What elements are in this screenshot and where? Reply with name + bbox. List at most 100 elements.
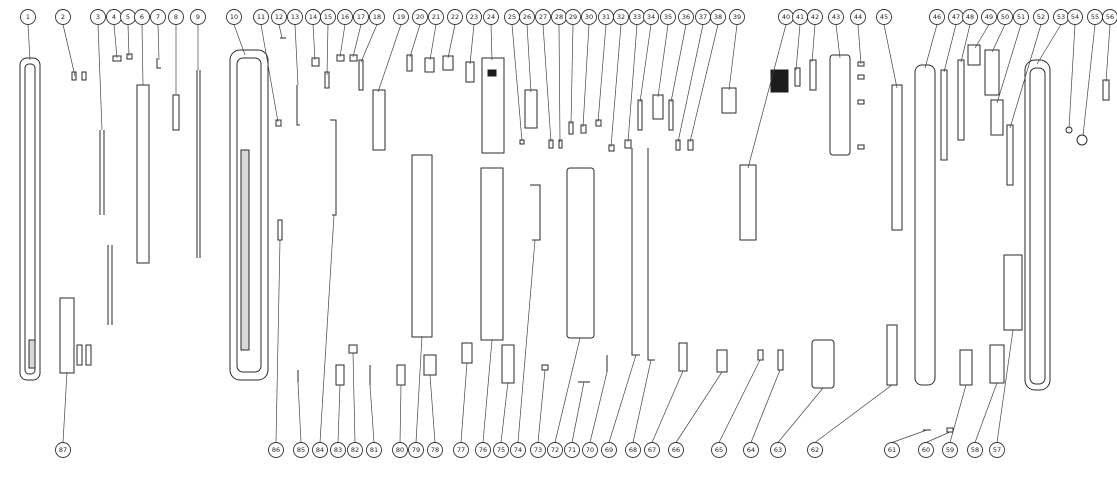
- leader-line-22: [447, 24, 456, 59]
- part-37: [675, 139, 681, 151]
- part-1-end-cap: [28, 339, 36, 369]
- callout-35: 35: [660, 9, 676, 25]
- callout-54: 54: [1067, 9, 1083, 25]
- callout-number-84: 84: [316, 446, 324, 454]
- part-1-housing: [19, 57, 41, 381]
- callout-circle-86: [268, 442, 284, 458]
- callout-34: 34: [643, 9, 659, 25]
- part-3-small-b: [85, 344, 92, 366]
- leader-line-72: [554, 337, 581, 443]
- part-40: [739, 164, 757, 241]
- callout-66: 66: [668, 442, 684, 458]
- part-84: [330, 119, 337, 216]
- callout-85: 85: [293, 442, 309, 458]
- leader-line-23: [469, 24, 475, 65]
- callout-number-20: 20: [416, 13, 424, 21]
- leader-line-34: [639, 24, 652, 103]
- callout-57: 57: [989, 442, 1005, 458]
- callout-circle-51: [1013, 9, 1029, 25]
- callout-number-43: 43: [832, 13, 840, 21]
- callout-84: 84: [312, 442, 328, 458]
- callout-72: 72: [547, 442, 563, 458]
- leader-line-86: [275, 239, 281, 443]
- callout-number-58: 58: [971, 446, 979, 454]
- callout-circle-19: [393, 9, 409, 25]
- callout-circle-67: [644, 442, 660, 458]
- leader-line-26: [526, 24, 532, 93]
- callout-70: 70: [582, 442, 598, 458]
- callout-circle-9: [190, 9, 206, 25]
- part-77: [461, 342, 473, 364]
- part-75: [501, 344, 515, 384]
- callout-number-66: 66: [672, 446, 680, 454]
- part-63: [811, 339, 835, 389]
- callout-2: 2: [55, 9, 71, 25]
- callout-38: 38: [710, 9, 726, 25]
- leader-line-28: [558, 24, 561, 143]
- callout-circle-56: [1102, 9, 1117, 25]
- callout-77: 77: [453, 442, 469, 458]
- callout-7: 7: [150, 9, 166, 25]
- part-51: [984, 49, 1000, 96]
- callout-number-40: 40: [782, 13, 790, 21]
- leader-line-27: [542, 24, 552, 143]
- callout-number-37: 37: [699, 13, 707, 21]
- part-42: [794, 67, 801, 87]
- callout-number-49: 49: [985, 13, 993, 21]
- leader-line-40: [747, 24, 787, 169]
- callout-circle-57: [989, 442, 1005, 458]
- callout-50: 50: [997, 9, 1013, 25]
- callout-circle-79: [408, 442, 424, 458]
- leader-line-87: [62, 371, 68, 443]
- part-58: [989, 344, 1005, 384]
- part-56: [1102, 79, 1110, 101]
- callout-87: 87: [55, 442, 71, 458]
- callout-number-87: 87: [59, 446, 67, 454]
- callout-59: 59: [942, 442, 958, 458]
- leader-line-65: [718, 359, 761, 443]
- leader-line-69: [608, 354, 637, 443]
- callout-circle-58: [967, 442, 983, 458]
- leader-line-14: [312, 24, 316, 61]
- callout-number-45: 45: [880, 13, 888, 21]
- leader-line-11: [260, 24, 279, 123]
- part-10-rail: [240, 149, 250, 351]
- callout-circle-70: [582, 442, 598, 458]
- callout-circle-65: [711, 442, 727, 458]
- callout-number-73: 73: [534, 446, 542, 454]
- part-7: [156, 58, 161, 69]
- leader-line-49: [974, 24, 990, 49]
- callout-circle-52: [1033, 9, 1049, 25]
- part-68: [647, 148, 655, 361]
- callout-74: 74: [510, 442, 526, 458]
- callout-56: 56: [1102, 9, 1117, 25]
- callout-circle-3: [90, 9, 106, 25]
- callout-circle-46: [929, 9, 945, 25]
- leader-line-20: [409, 24, 421, 58]
- callout-1: 1: [20, 9, 36, 25]
- leader-line-71: [571, 381, 585, 443]
- leader-line-12: [278, 24, 283, 39]
- callout-73: 73: [530, 442, 546, 458]
- part-41: [770, 69, 789, 93]
- part-36: [668, 99, 674, 131]
- part-55b: [1076, 134, 1088, 146]
- part-23: [465, 61, 475, 83]
- callout-67: 67: [644, 442, 660, 458]
- callout-number-72: 72: [551, 446, 559, 454]
- callout-circle-18: [369, 9, 385, 25]
- leader-line-55: [1082, 24, 1096, 137]
- callout-circle-29: [565, 9, 581, 25]
- leader-line-59: [949, 384, 967, 443]
- part-43: [809, 59, 817, 91]
- leader-line-36: [670, 24, 687, 103]
- callout-number-52: 52: [1037, 13, 1045, 21]
- callout-circle-72: [547, 442, 563, 458]
- part-11: [275, 119, 282, 127]
- leader-line-66: [675, 371, 723, 443]
- callout-circle-80: [392, 442, 408, 458]
- callout-46: 46: [929, 9, 945, 25]
- callout-number-55: 55: [1091, 13, 1099, 21]
